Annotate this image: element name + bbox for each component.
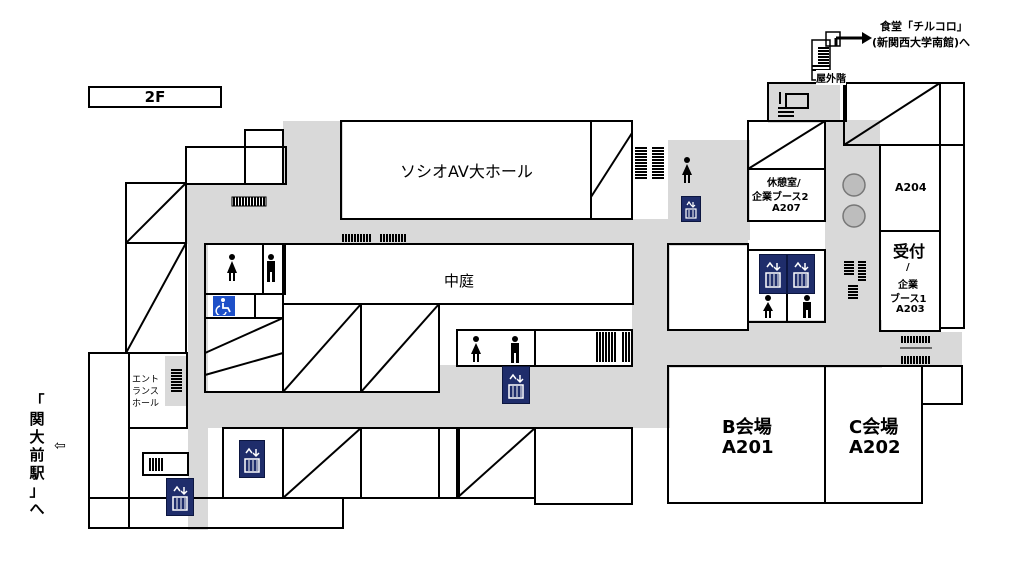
column-circle bbox=[842, 204, 866, 228]
south-corridor bbox=[188, 392, 670, 428]
courtyard-room bbox=[282, 243, 634, 305]
station-char: 」 bbox=[29, 482, 45, 500]
restroom-women-icon bbox=[224, 252, 240, 284]
entrance-hall-label-3: ホール bbox=[132, 399, 160, 409]
reception-label: 受付 bbox=[893, 242, 926, 261]
floor-indicator: 2F bbox=[88, 86, 222, 108]
elevator-icon bbox=[166, 478, 194, 516]
entrance-hall-label-2: ランス bbox=[132, 387, 159, 397]
station-char: 前 bbox=[29, 446, 45, 464]
hall-b-name: B会場 bbox=[722, 417, 772, 438]
restroom-women-icon bbox=[680, 156, 694, 184]
cafeteria-direction-1: 食堂「チルコロ」 bbox=[880, 20, 968, 33]
elevator-icon bbox=[759, 254, 787, 294]
north-corridor bbox=[185, 219, 670, 244]
reception-slash: / bbox=[906, 262, 910, 273]
station-char: 大 bbox=[29, 428, 45, 446]
corridors bbox=[165, 83, 962, 530]
walls bbox=[88, 82, 965, 529]
restroom-men-icon bbox=[508, 334, 522, 364]
stair-lines bbox=[149, 47, 932, 471]
elevator-icon bbox=[787, 254, 815, 294]
station-char: 「 bbox=[29, 392, 45, 410]
station-char: へ bbox=[29, 500, 45, 518]
hall-c-name: C会場 bbox=[849, 417, 899, 438]
hall-b-code: A201 bbox=[722, 437, 774, 458]
hall-c-code: A202 bbox=[849, 437, 901, 458]
outdoor-stairs-label: 屋外階 bbox=[816, 70, 846, 85]
restroom-women-icon bbox=[469, 334, 483, 364]
socio-hall-label: ソシオAV大ホール bbox=[400, 162, 533, 181]
column-circle bbox=[842, 173, 866, 197]
booth1-label-1: 企業 bbox=[898, 280, 918, 291]
rest-room-label-2: 企業ブース2 bbox=[752, 192, 809, 203]
cafeteria-arrow-head bbox=[862, 32, 872, 44]
elevator-icon bbox=[239, 440, 265, 478]
cafeteria-direction-2: (新関西大学南館)へ bbox=[872, 36, 971, 49]
hall-c-room bbox=[824, 365, 923, 504]
west-corridor bbox=[188, 240, 208, 530]
rest-room-label-1: 休憩室/ bbox=[767, 178, 801, 189]
room-a204-label: A204 bbox=[895, 181, 927, 194]
entrance-hall-label-1: エント bbox=[132, 375, 160, 385]
elevator-icon bbox=[502, 366, 530, 404]
restroom-men-icon bbox=[264, 252, 278, 284]
booth1-label-3: A203 bbox=[896, 304, 925, 315]
rest-room-label-3: A207 bbox=[772, 203, 801, 214]
station-char: 駅 bbox=[29, 464, 45, 482]
courtyard-label: 中庭 bbox=[444, 272, 475, 290]
restroom-women-icon bbox=[761, 294, 775, 320]
station-arrow-icon: ⇦ bbox=[54, 438, 66, 454]
booth1-label-2: ブース1 bbox=[890, 294, 927, 305]
restroom-men-icon bbox=[800, 294, 814, 320]
elevator-icon bbox=[681, 196, 701, 222]
accessible-icon bbox=[213, 296, 235, 316]
station-char: 関 bbox=[29, 410, 45, 428]
rest-room-a207 bbox=[747, 168, 826, 222]
station-direction: 「 関 大 前 駅 」 へ bbox=[26, 392, 48, 518]
